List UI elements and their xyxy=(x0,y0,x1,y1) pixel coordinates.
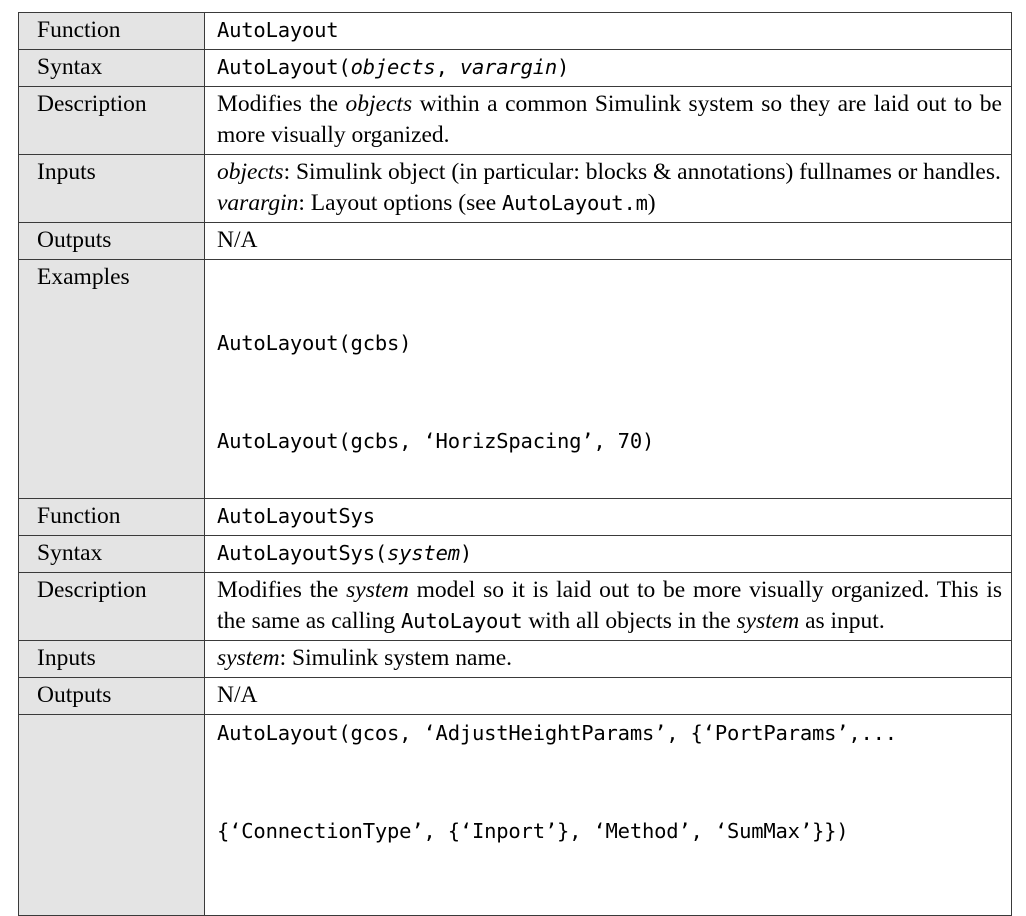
table-row: Function AutoLayoutSys xyxy=(18,498,1012,536)
syntax-separator: , xyxy=(435,55,460,79)
syntax-arg-system: system xyxy=(387,541,460,565)
row-label-inputs: Inputs xyxy=(18,154,205,223)
description-seg-1: Modifies the xyxy=(217,91,346,117)
row-label-outputs: Outputs xyxy=(18,677,205,715)
row-label-description: Description xyxy=(18,572,205,641)
description-emphasis-system-2: system xyxy=(736,608,800,634)
function-table-autolayout: Function AutoLayout Syntax AutoLayout(ob… xyxy=(18,12,1012,916)
row-label-function: Function xyxy=(18,498,205,536)
syntax-arg-objects: objects xyxy=(350,55,436,79)
table-row: Syntax AutoLayout(objects, varargin) xyxy=(18,49,1012,87)
example-line: AutoLayout(gcbs) xyxy=(217,331,412,355)
row-value-description: Modifies the system model so it is laid … xyxy=(204,572,1012,641)
function-table-autolayoutsys: Function AutoLayoutSys Syntax AutoLayout… xyxy=(18,498,1012,715)
document-page: Function AutoLayout Syntax AutoLayout(ob… xyxy=(18,12,1012,916)
row-value-inputs: objects: Simulink object (in particular:… xyxy=(204,154,1012,223)
row-value-function: AutoLayoutSys xyxy=(204,498,1012,536)
input-desc-varargin-a: : Layout options (see xyxy=(298,190,503,216)
input-desc-system: : Simulink system name. xyxy=(279,645,513,671)
row-value-syntax: AutoLayout(objects, varargin) xyxy=(204,49,1012,87)
syntax-prefix: AutoLayout( xyxy=(217,55,351,79)
description-seg-1: Modifies the xyxy=(217,577,347,603)
table-row: Inputs system: Simulink system name. xyxy=(18,640,1012,678)
input-name-objects: objects xyxy=(217,159,284,185)
row-value-function: AutoLayout xyxy=(204,12,1012,50)
syntax-suffix: ) xyxy=(459,541,473,565)
example-line: {‘ConnectionType’, {‘Inport’}, ‘Method’,… xyxy=(217,818,849,843)
example-line: AutoLayout(gcos, ‘AdjustHeightParams’, {… xyxy=(217,721,897,745)
table-row: Outputs N/A xyxy=(18,222,1012,260)
table-row: Description Modifies the system model so… xyxy=(18,572,1012,641)
row-value-inputs: system: Simulink system name. xyxy=(204,640,1012,678)
row-label-description: Description xyxy=(18,86,205,155)
outputs-value: N/A xyxy=(217,227,258,253)
table-row: Inputs objects: Simulink object (in part… xyxy=(18,154,1012,223)
row-value-syntax: AutoLayoutSys(system) xyxy=(204,535,1012,573)
row-label-syntax: Syntax xyxy=(18,49,205,87)
syntax-prefix: AutoLayoutSys( xyxy=(217,541,387,565)
outputs-value: N/A xyxy=(217,682,258,708)
row-label-syntax: Syntax xyxy=(18,535,205,573)
table-row: Function AutoLayout xyxy=(18,12,1012,50)
table-row: Outputs N/A xyxy=(18,677,1012,715)
description-seg-4: as input. xyxy=(799,608,885,634)
row-label-inputs: Inputs xyxy=(18,640,205,678)
description-seg-2: model so it is laid out to be more visua… xyxy=(217,577,1002,634)
input-desc-objects: : Simulink object (in particular: blocks… xyxy=(283,159,1001,185)
description-seg-3: with all objects in the xyxy=(522,608,737,634)
input-name-system: system xyxy=(217,645,280,671)
row-label-function: Function xyxy=(18,12,205,50)
syntax-arg-varargin: varargin xyxy=(459,55,557,79)
description-code-autolayout: AutoLayout xyxy=(401,609,523,633)
function-name: AutoLayout xyxy=(217,18,339,42)
description-emphasis-objects: objects xyxy=(345,91,413,117)
table-row: Description Modifies the objects within … xyxy=(18,86,1012,155)
row-value-description: Modifies the objects within a common Sim… xyxy=(204,86,1012,155)
table-row: Syntax AutoLayoutSys(system) xyxy=(18,535,1012,573)
syntax-suffix: ) xyxy=(557,55,570,79)
input-file-reference: AutoLayout.m xyxy=(502,191,648,215)
input-name-varargin: varargin xyxy=(217,190,299,216)
input-desc-varargin-b: ) xyxy=(647,190,656,216)
description-emphasis-system: system xyxy=(346,577,409,603)
example-line: AutoLayout(gcbs, ‘HorizSpacing’, 70) xyxy=(217,428,655,453)
row-value-outputs: N/A xyxy=(204,222,1012,260)
function-name: AutoLayoutSys xyxy=(217,504,375,528)
description-seg-2: within a common Simulink system so they … xyxy=(217,91,1002,148)
row-label-outputs: Outputs xyxy=(18,222,205,260)
row-value-outputs: N/A xyxy=(204,677,1012,715)
